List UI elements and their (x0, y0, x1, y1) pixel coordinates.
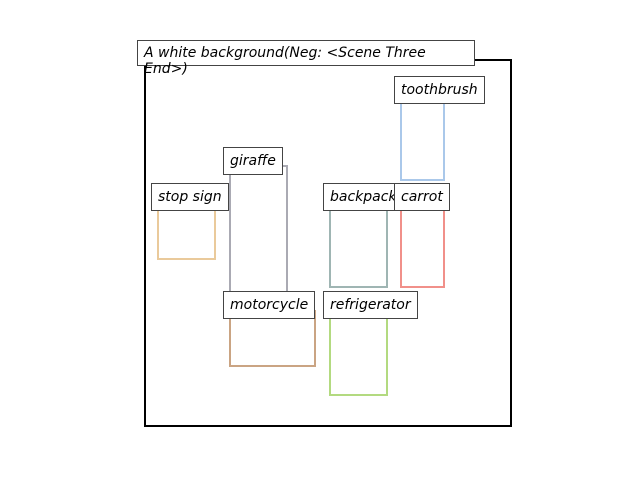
stop-sign-box (157, 203, 216, 260)
refrigerator-label: refrigerator (323, 291, 418, 319)
stop-sign-label: stop sign (151, 183, 229, 211)
motorcycle-label: motorcycle (223, 291, 316, 319)
backpack-label: backpack (323, 183, 404, 211)
carrot-box (400, 203, 445, 288)
backpack-box (329, 203, 388, 288)
carrot-label: carrot (394, 183, 450, 211)
giraffe-label: giraffe (223, 147, 283, 175)
toothbrush-label: toothbrush (394, 76, 485, 104)
scene-title: A white background(Neg: <Scene Three End… (137, 40, 475, 77)
giraffe-box (229, 165, 288, 300)
toothbrush-box (400, 95, 445, 181)
refrigerator-box (329, 310, 388, 396)
